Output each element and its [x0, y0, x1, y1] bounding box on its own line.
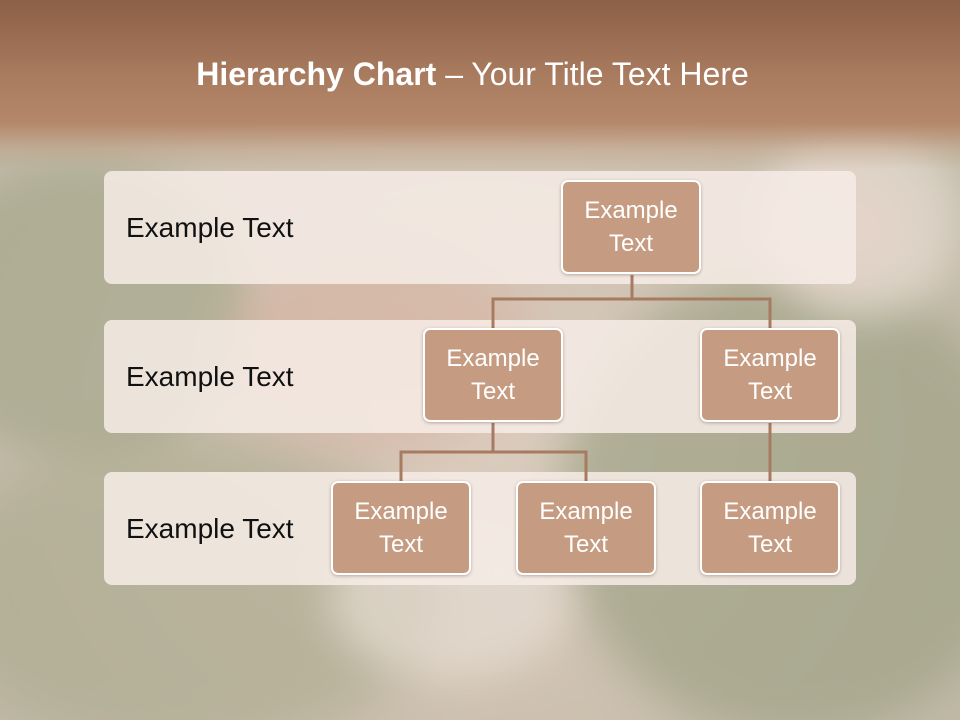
connector-root-left [491, 275, 634, 330]
node-level3-a[interactable]: Example Text [331, 481, 471, 575]
node-level3-c[interactable]: Example Text [700, 481, 840, 575]
level-label-2: Example Text [126, 361, 294, 392]
slide-title: Hierarchy Chart – Your Title Text Here [0, 56, 945, 93]
node-level3-b[interactable]: Example Text [516, 481, 656, 575]
level-label-1: Example Text [126, 212, 294, 243]
connector-left-b [493, 450, 588, 482]
connector-left-a [399, 423, 495, 482]
node-level2-left[interactable]: Example Text [423, 328, 563, 422]
connector-root-right [632, 297, 772, 330]
title-bold: Hierarchy Chart [196, 56, 437, 92]
node-level2-right[interactable]: Example Text [700, 328, 840, 422]
level-label-3: Example Text [126, 513, 294, 544]
header-band [0, 0, 960, 170]
node-root[interactable]: Example Text [561, 180, 701, 274]
level-row-1: Example Text [104, 171, 856, 284]
title-separator: – [436, 56, 472, 92]
title-rest: Your Title Text Here [471, 56, 749, 92]
